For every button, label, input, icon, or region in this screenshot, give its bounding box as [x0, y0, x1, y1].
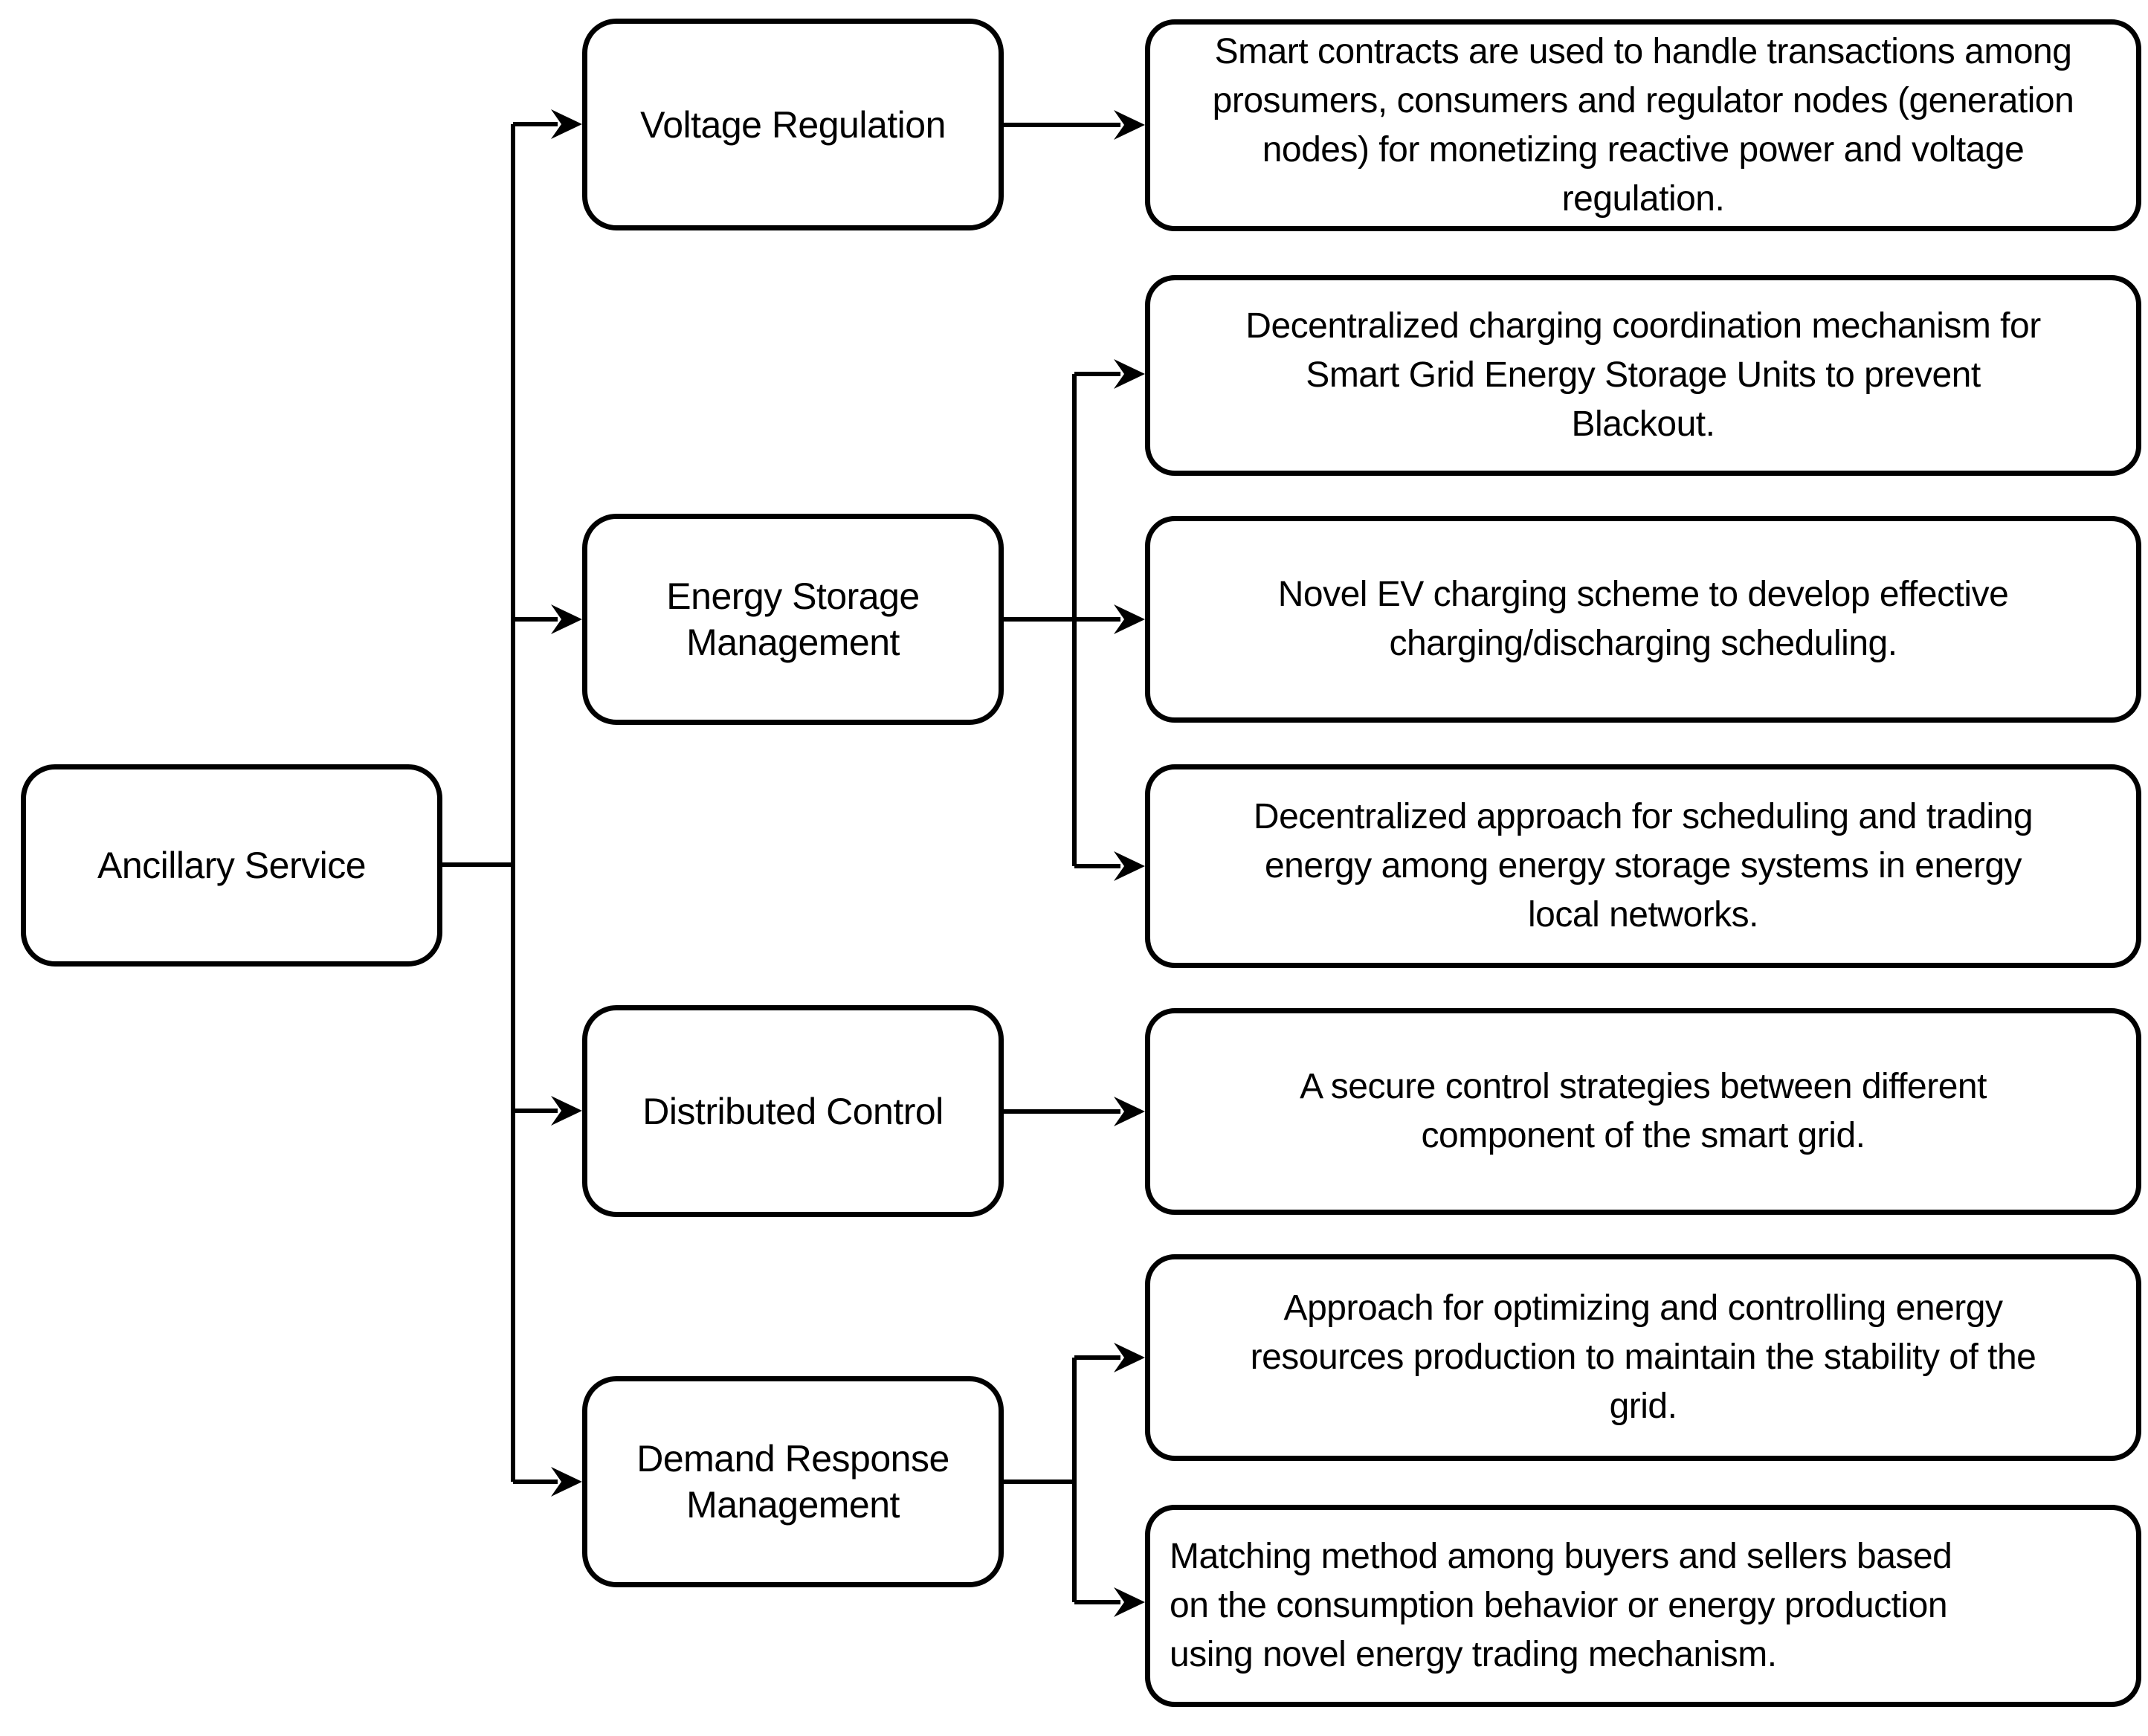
outcome-energy-storage-2: Novel EV charging scheme to develop effe… [1145, 516, 2141, 723]
node-label: Ancillary Service [97, 845, 367, 886]
arrowhead-icon [1114, 1097, 1145, 1126]
arrowhead-icon [1114, 359, 1145, 389]
node-demand-response-management: Demand Response Management [582, 1376, 1004, 1587]
outcome-demand-response-1: Approach for optimizing and controlling … [1145, 1254, 2141, 1461]
outcome-text: A secure control strategies between diff… [1300, 1067, 1987, 1155]
node-label: Distributed Control [642, 1090, 944, 1132]
arrowhead-icon [1114, 1343, 1145, 1372]
outcome-demand-response-2: Matching method among buyers and sellers… [1145, 1505, 2141, 1707]
node-energy-storage-management: Energy Storage Management [582, 514, 1004, 725]
node-ancillary-service: Ancillary Service [21, 764, 442, 967]
outcome-text: Approach for optimizing and controlling … [1250, 1288, 2036, 1426]
outcome-text: Smart contracts are used to handle trans… [1212, 31, 2074, 219]
arrowhead-icon [1114, 604, 1145, 634]
arrowhead-icon [1114, 1587, 1145, 1617]
node-label: Demand Response Management [636, 1438, 949, 1526]
arrowhead-icon [551, 109, 582, 139]
outcome-energy-storage-1: Decentralized charging coordination mech… [1145, 275, 2141, 476]
outcome-distributed-control-1: A secure control strategies between diff… [1145, 1008, 2141, 1215]
outcome-text: Decentralized approach for scheduling an… [1253, 797, 2033, 935]
outcome-voltage-regulation-1: Smart contracts are used to handle trans… [1145, 19, 2141, 231]
arrowhead-icon [551, 1467, 582, 1497]
arrowhead-icon [551, 1096, 582, 1126]
node-label: Energy Storage Management [666, 575, 920, 663]
outcome-text: Matching method among buyers and sellers… [1170, 1537, 1952, 1674]
node-label: Voltage Regulation [640, 103, 946, 146]
node-voltage-regulation: Voltage Regulation [582, 19, 1004, 230]
arrowhead-icon [1114, 851, 1145, 881]
outcome-energy-storage-3: Decentralized approach for scheduling an… [1145, 764, 2141, 968]
outcome-text: Novel EV charging scheme to develop effe… [1277, 575, 2009, 663]
arrowhead-icon [551, 604, 582, 634]
outcome-text: Decentralized charging coordination mech… [1245, 306, 2041, 444]
arrowhead-icon [1114, 110, 1145, 140]
node-distributed-control: Distributed Control [582, 1005, 1004, 1217]
